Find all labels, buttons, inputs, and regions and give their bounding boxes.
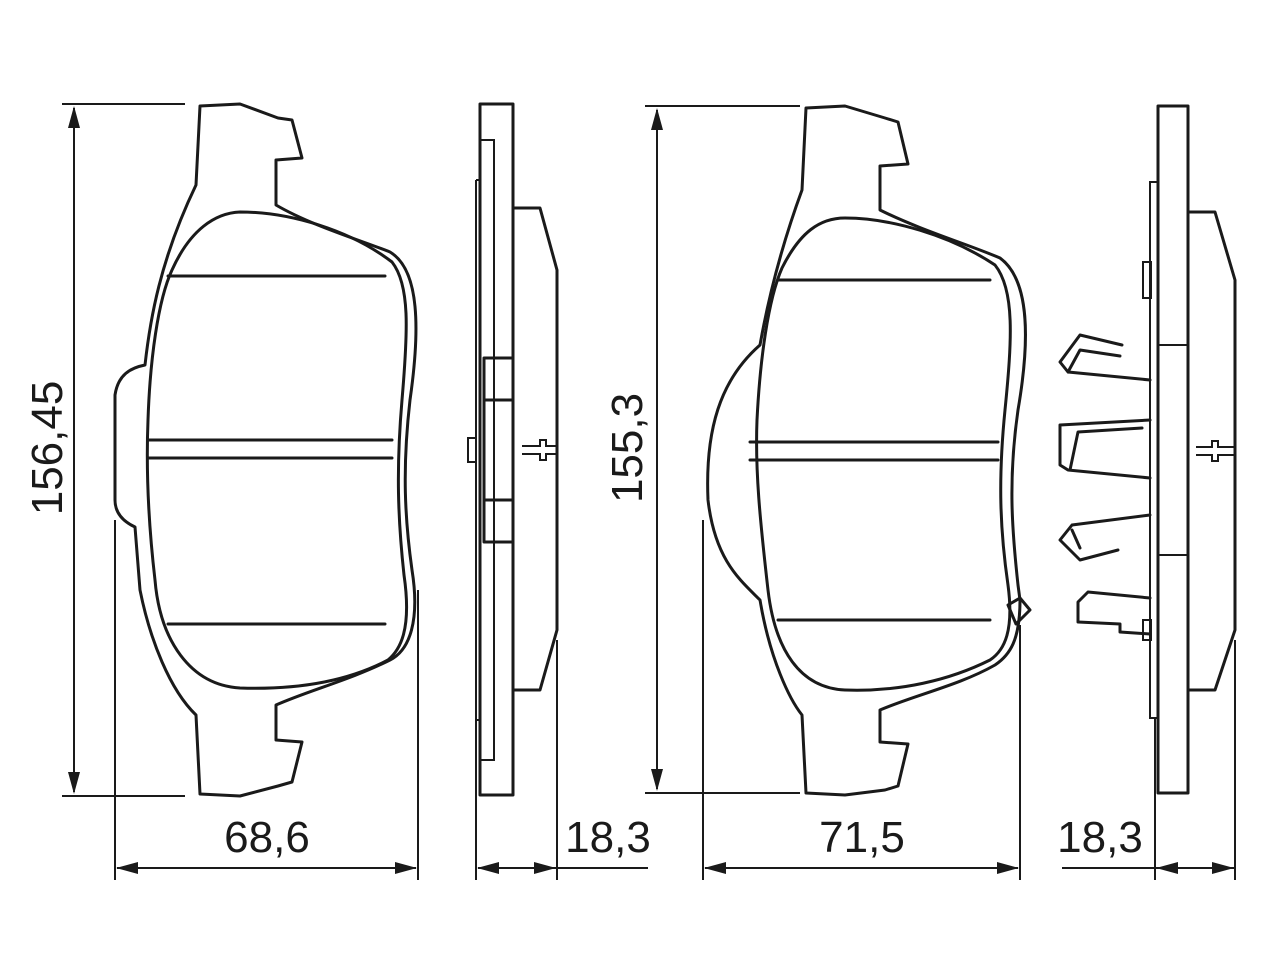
- pad2-side-friction: [1186, 210, 1237, 692]
- pad2-spring-clip-bottom: [1058, 513, 1152, 562]
- pad2-side-plate: [1156, 104, 1190, 795]
- pad2-thick-arrow-right: [1212, 862, 1234, 874]
- pad2-side-sections: [1158, 344, 1188, 556]
- pad1-height-arrow-bottom: [68, 772, 80, 794]
- pad2-friction-material-outline: [755, 216, 1012, 692]
- pad1-width-label: 68,6: [224, 813, 310, 862]
- pad2-side-view: [1058, 104, 1237, 795]
- pad1-thick-arrow-left: [477, 862, 499, 874]
- pad1-thick-arrow-right: [534, 862, 556, 874]
- dimension-lines: [62, 103, 1236, 880]
- pad1-wear-indicator: [522, 439, 557, 461]
- pad2-spring-clip-top: [1058, 333, 1152, 382]
- pad2-wear-indicator: [1196, 440, 1235, 462]
- dimension-labels: 156,45 155,3 68,6 18,3 71,5 18,3: [23, 381, 1143, 862]
- pad1-side-shim: [480, 139, 495, 761]
- pad2-height-label: 155,3: [603, 393, 652, 503]
- pad1-height-arrow-top: [68, 106, 80, 128]
- pad2-wear-sensor: [1006, 596, 1032, 626]
- pad2-thick-arrow-left: [1156, 862, 1178, 874]
- pad1-thickness-label: 18,3: [565, 813, 651, 862]
- pad1-friction-material-outline: [145, 210, 409, 690]
- pad1-front-view: [113, 102, 418, 798]
- pad2-height-arrow-bottom: [651, 769, 663, 791]
- pad2-spring-clip-middle: [1058, 418, 1152, 480]
- pad2-height-arrow-top: [651, 108, 663, 130]
- pad2-width-arrow-right: [997, 862, 1019, 874]
- pad1-side-friction: [511, 206, 559, 692]
- pad2-front-view: [706, 104, 1032, 797]
- pad1-side-pin: [467, 437, 477, 463]
- pad2-width-label: 71,5: [819, 813, 905, 862]
- pad1-width-arrow-right: [395, 862, 417, 874]
- pad1-backing-plate-outline: [113, 102, 418, 798]
- pad2-top-tab: [1142, 261, 1152, 299]
- pad1-side-plate: [478, 102, 515, 797]
- pad2-bottom-pin: [1142, 619, 1152, 641]
- pad2-bottom-tab: [1076, 590, 1152, 636]
- pad1-side-view: [467, 102, 559, 797]
- pad2-thickness-label: 18,3: [1057, 813, 1143, 862]
- pad1-side-clip: [482, 356, 515, 544]
- pad2-width-arrow-left: [704, 862, 726, 874]
- pad2-backing-plate-outline: [706, 104, 1027, 797]
- pad1-width-arrow-left: [116, 862, 138, 874]
- pad1-height-label: 156,45: [23, 381, 72, 516]
